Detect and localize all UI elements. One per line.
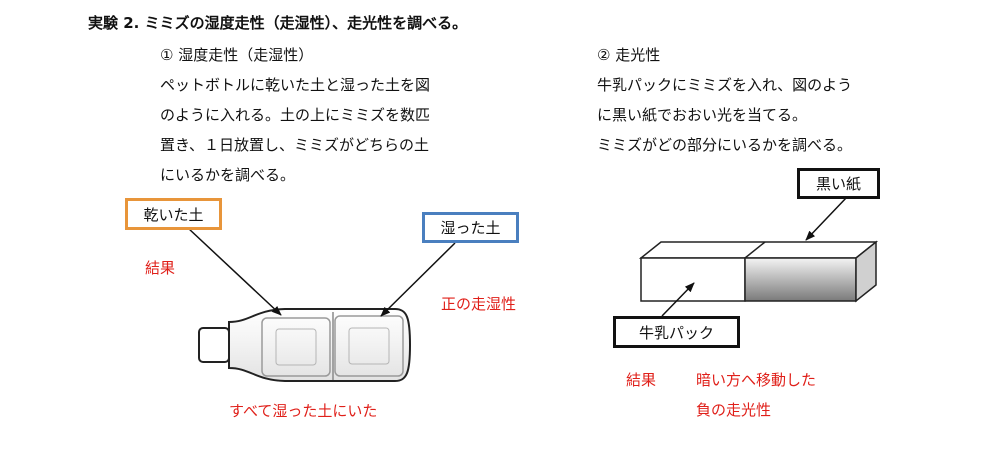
pet-bottle (198, 308, 412, 382)
right-result-label: 結果 (626, 371, 657, 389)
right-result-line-2: 負の走光性 (696, 401, 772, 419)
arrow-dry-soil (187, 227, 282, 316)
left-line-3: 置き、１日放置し、ミミズがどちらの土 (160, 136, 429, 154)
experiment-heading: 実験 2. ミミズの湿度走性（走湿性）、走光性を調べる。 (88, 14, 468, 32)
right-line-1: 牛乳パックにミミズを入れ、図のよう (597, 76, 853, 94)
right-subtitle: ② 走光性 (597, 46, 661, 64)
label-milk-pack: 牛乳パック (613, 316, 740, 348)
left-conclusion: 正の走湿性 (441, 295, 517, 313)
arrow-wet-soil (380, 242, 456, 317)
label-wet-soil: 湿った土 (422, 212, 519, 243)
label-dry-soil: 乾いた土 (125, 198, 222, 230)
left-line-4: にいるかを調べる。 (160, 166, 296, 184)
right-line-2: に黒い紙でおおい光を当てる。 (597, 106, 808, 124)
left-result-text: すべて湿った土にいた (229, 402, 378, 420)
arrow-black-paper (805, 196, 848, 241)
arrow-milk-pack (661, 282, 695, 317)
milk-pack (638, 240, 879, 303)
right-result-line-1: 暗い方へ移動した (696, 371, 817, 389)
left-line-1: ペットボトルに乾いた土と湿った土を図 (160, 76, 431, 94)
left-result-label: 結果 (145, 259, 176, 277)
label-black-paper: 黒い紙 (797, 168, 880, 199)
left-subtitle: ① 湿度走性（走湿性） (160, 46, 314, 64)
left-line-2: のように入れる。土の上にミミズを数匹 (160, 106, 431, 124)
right-line-3: ミミズがどの部分にいるかを調べる。 (597, 136, 853, 154)
